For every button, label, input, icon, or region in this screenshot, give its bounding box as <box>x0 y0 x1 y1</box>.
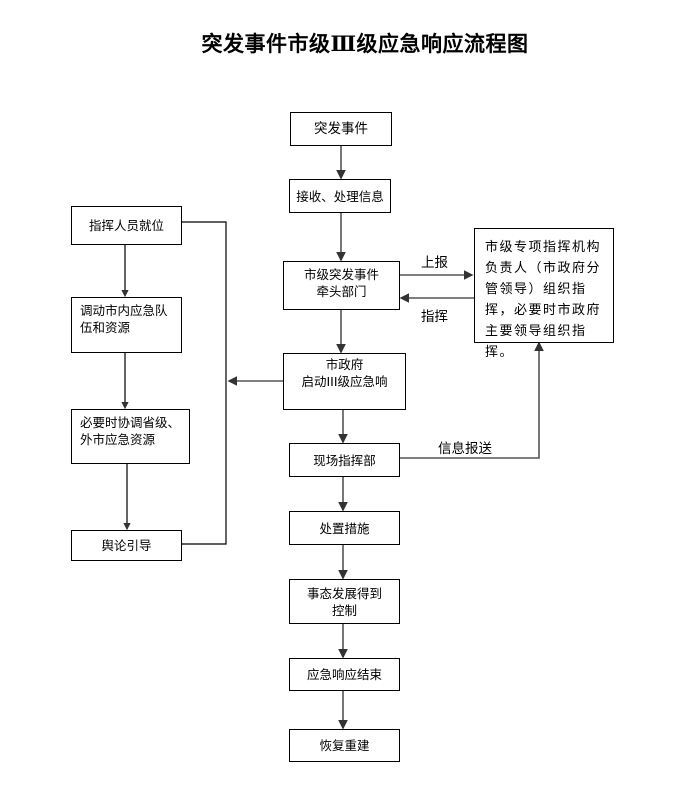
node-command-center: 现场指挥部 <box>289 443 400 477</box>
edge-label-report: 上报 <box>421 255 448 271</box>
node-event: 突发事件 <box>290 112 392 146</box>
node-recovery: 恢复重建 <box>289 729 400 762</box>
node-end: 应急响应结束 <box>289 658 400 691</box>
bracket-left-group <box>182 221 227 545</box>
node-special-command: 市级专项指挥机构负责人（市政府分管领导）组织指挥，必要时市政府主要领导组织指挥。 <box>474 228 614 360</box>
node-measures: 处置措施 <box>289 511 400 545</box>
node-receive: 接收、处理信息 <box>289 179 391 213</box>
diagram-title: 突发事件市级Ⅲ级应急响应流程图 <box>201 31 529 56</box>
node-gov-start: 市政府 启动III级应急响 <box>283 353 406 410</box>
node-coordinate: 必要时协调省级、 外市应急资源 <box>71 409 190 464</box>
node-controlled: 事态发展得到 控制 <box>289 579 400 624</box>
node-commander-ready: 指挥人员就位 <box>71 206 182 245</box>
node-lead-dept: 市级突发事件 牵头部门 <box>283 261 400 310</box>
edge-label-command: 指挥 <box>421 309 448 325</box>
node-mobilize: 调动市内应急队 伍和资源 <box>71 297 182 353</box>
node-opinion: 舆论引导 <box>71 530 182 561</box>
edge-label-info-report: 信息报送 <box>438 441 492 457</box>
edge-info-report <box>400 341 544 459</box>
